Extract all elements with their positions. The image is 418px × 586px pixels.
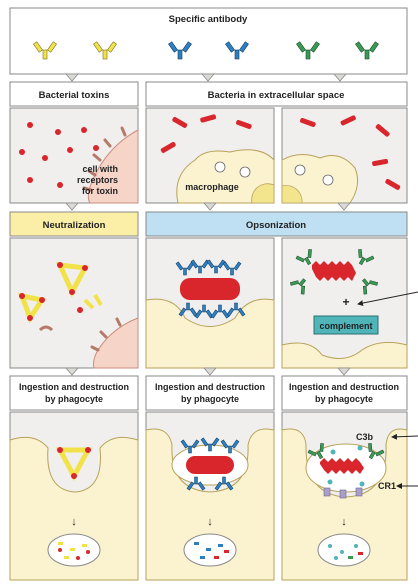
ingestion-header-3: Ingestion and destruction by phagocyte bbox=[281, 375, 408, 411]
neutralized-toxin-complex bbox=[18, 261, 103, 324]
neutralization-panel bbox=[9, 237, 139, 369]
bacteria-macrophage-panel-right bbox=[281, 107, 408, 204]
ingestion-panel-complement: C3b CR1 ↓ bbox=[281, 411, 418, 581]
ingestion-label-line1: Ingestion and destruction bbox=[289, 382, 399, 392]
svg-text:↓: ↓ bbox=[341, 516, 347, 528]
c3b-label: C3b bbox=[356, 432, 374, 442]
cell-label-line2: receptors bbox=[77, 175, 118, 185]
c3b-molecules bbox=[327, 445, 365, 487]
cr1-label: CR1 bbox=[378, 481, 396, 491]
complement-pointer bbox=[357, 291, 418, 306]
opsonized-bacterium bbox=[180, 278, 240, 300]
specific-antibody-panel: Specific antibody bbox=[9, 7, 408, 75]
cell-label-line3: for toxin bbox=[82, 186, 118, 196]
bacterial-toxins-label: Bacterial toxins bbox=[39, 90, 110, 101]
neutralization-label: Neutralization bbox=[43, 220, 106, 231]
cell-label-line1: cell with bbox=[82, 164, 118, 174]
ingestion-header-1: Ingestion and destruction by phagocyte bbox=[9, 375, 139, 411]
bacteria bbox=[160, 114, 252, 153]
ingestion-panel-toxin: ↓ bbox=[9, 411, 139, 581]
opsonization-label: Opsonization bbox=[246, 220, 306, 231]
complement-box bbox=[313, 315, 379, 335]
ingestion-label-line2: by phagocyte bbox=[45, 394, 103, 404]
ingestion-label-line2: by phagocyte bbox=[181, 394, 239, 404]
bacterium-spiky bbox=[312, 261, 356, 281]
ingestion-panel-opsonized: ↓ bbox=[145, 411, 275, 581]
ingestion-header-2: Ingestion and destruction by phagocyte bbox=[145, 375, 275, 411]
macrophage-label: macrophage bbox=[185, 182, 239, 192]
opsonization-panel-complement: + complement bbox=[281, 237, 418, 369]
bacteria-macrophage-panel-left: macrophage bbox=[145, 107, 275, 204]
ingestion-label-line2: by phagocyte bbox=[315, 394, 373, 404]
svg-text:↓: ↓ bbox=[207, 516, 213, 528]
opsonization-panel-antibody bbox=[145, 237, 275, 369]
bacteria-extracellular-header: Bacteria in extracellular space bbox=[145, 81, 408, 107]
ingestion-label-line1: Ingestion and destruction bbox=[155, 382, 265, 392]
svg-text:↓: ↓ bbox=[71, 516, 77, 528]
cr1-receptors bbox=[323, 487, 363, 499]
specific-antibody-label: Specific antibody bbox=[169, 14, 248, 25]
plus-sign: + bbox=[342, 295, 349, 309]
bacterial-toxins-header: Bacterial toxins bbox=[9, 81, 139, 107]
toxin-molecules bbox=[19, 122, 99, 188]
opsonization-header: Opsonization bbox=[145, 211, 408, 237]
macrophage-cell bbox=[176, 149, 275, 204]
toxin-panel: cell with receptors for toxin bbox=[9, 107, 139, 204]
complement-label: complement bbox=[319, 321, 372, 331]
c3b-pointer bbox=[391, 433, 418, 440]
neutralization-header: Neutralization bbox=[9, 211, 139, 237]
ingestion-label-line1: Ingestion and destruction bbox=[19, 382, 129, 392]
bacteria-extracellular-label: Bacteria in extracellular space bbox=[208, 90, 345, 101]
